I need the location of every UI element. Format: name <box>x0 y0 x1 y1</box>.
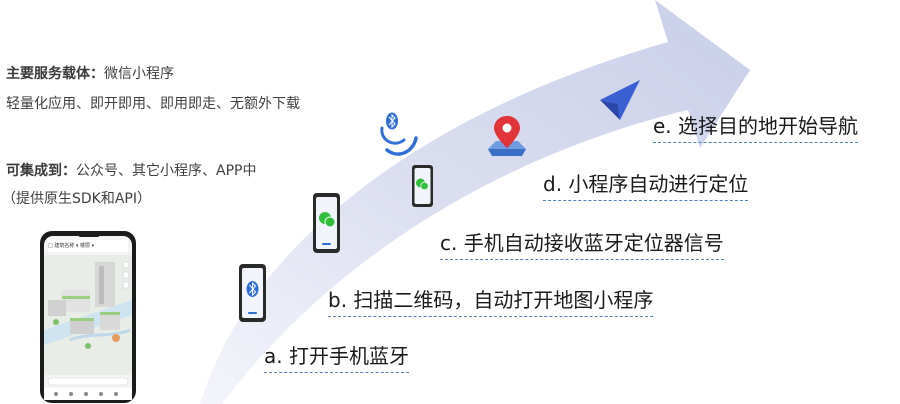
step-c-label: c. 手机自动接收蓝牙定位器信号 <box>440 227 724 260</box>
integrate-value: 公众号、其它小程序、APP中 <box>76 163 257 179</box>
integrate-line: 可集成到：公众号、其它小程序、APP中 <box>6 160 256 180</box>
service-desc: 轻量化应用、即开即用、即用即走、无额外下载 <box>6 96 300 112</box>
integrate-label: 可集成到： <box>6 163 76 179</box>
step-d-label: d. 小程序自动进行定位 <box>543 168 749 201</box>
phone-screen-header: □ 建筑名称 ▾ 楼层 ▾ <box>48 240 128 252</box>
integrate-note: （提供原生SDK和API） <box>2 191 151 207</box>
service-label: 主要服务载体： <box>6 66 104 82</box>
step-b-label: b. 扫描二维码，自动打开地图小程序 <box>328 284 654 317</box>
step-a-label: a. 打开手机蓝牙 <box>264 340 409 373</box>
service-line: 主要服务载体：微信小程序 <box>6 63 174 83</box>
service-value: 微信小程序 <box>104 66 174 82</box>
step-e-label: e. 选择目的地开始导航 <box>653 110 859 143</box>
